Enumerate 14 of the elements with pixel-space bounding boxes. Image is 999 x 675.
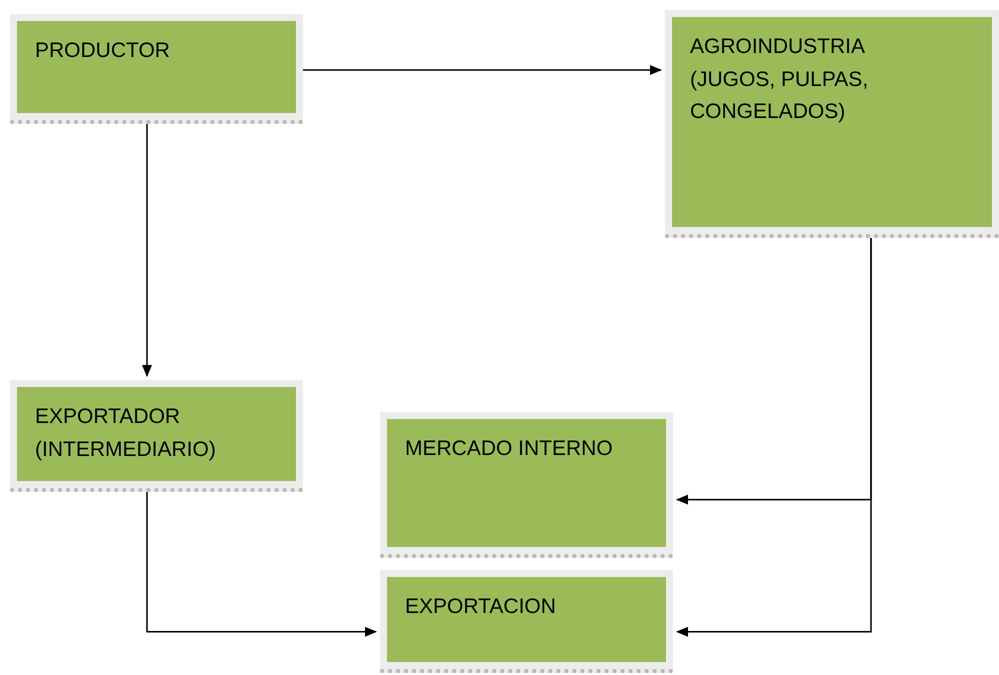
process-box [380,570,673,673]
process-box [10,380,303,492]
process-box [10,14,303,124]
box-label: EXPORTACION [405,594,557,620]
box-label: MERCADO INTERNO [405,436,614,462]
arrow [676,238,872,637]
process-box [380,412,673,558]
arrow [142,124,152,377]
arrow [303,65,662,75]
box-label: PRODUCTOR [35,38,171,64]
arrow [146,492,377,637]
box-label: AGROINDUSTRIA (JUGOS, PULPAS, CONGELADOS) [690,34,870,126]
box-label: EXPORTADOR (INTERMEDIARIO) [35,404,217,463]
process-box [665,10,999,238]
